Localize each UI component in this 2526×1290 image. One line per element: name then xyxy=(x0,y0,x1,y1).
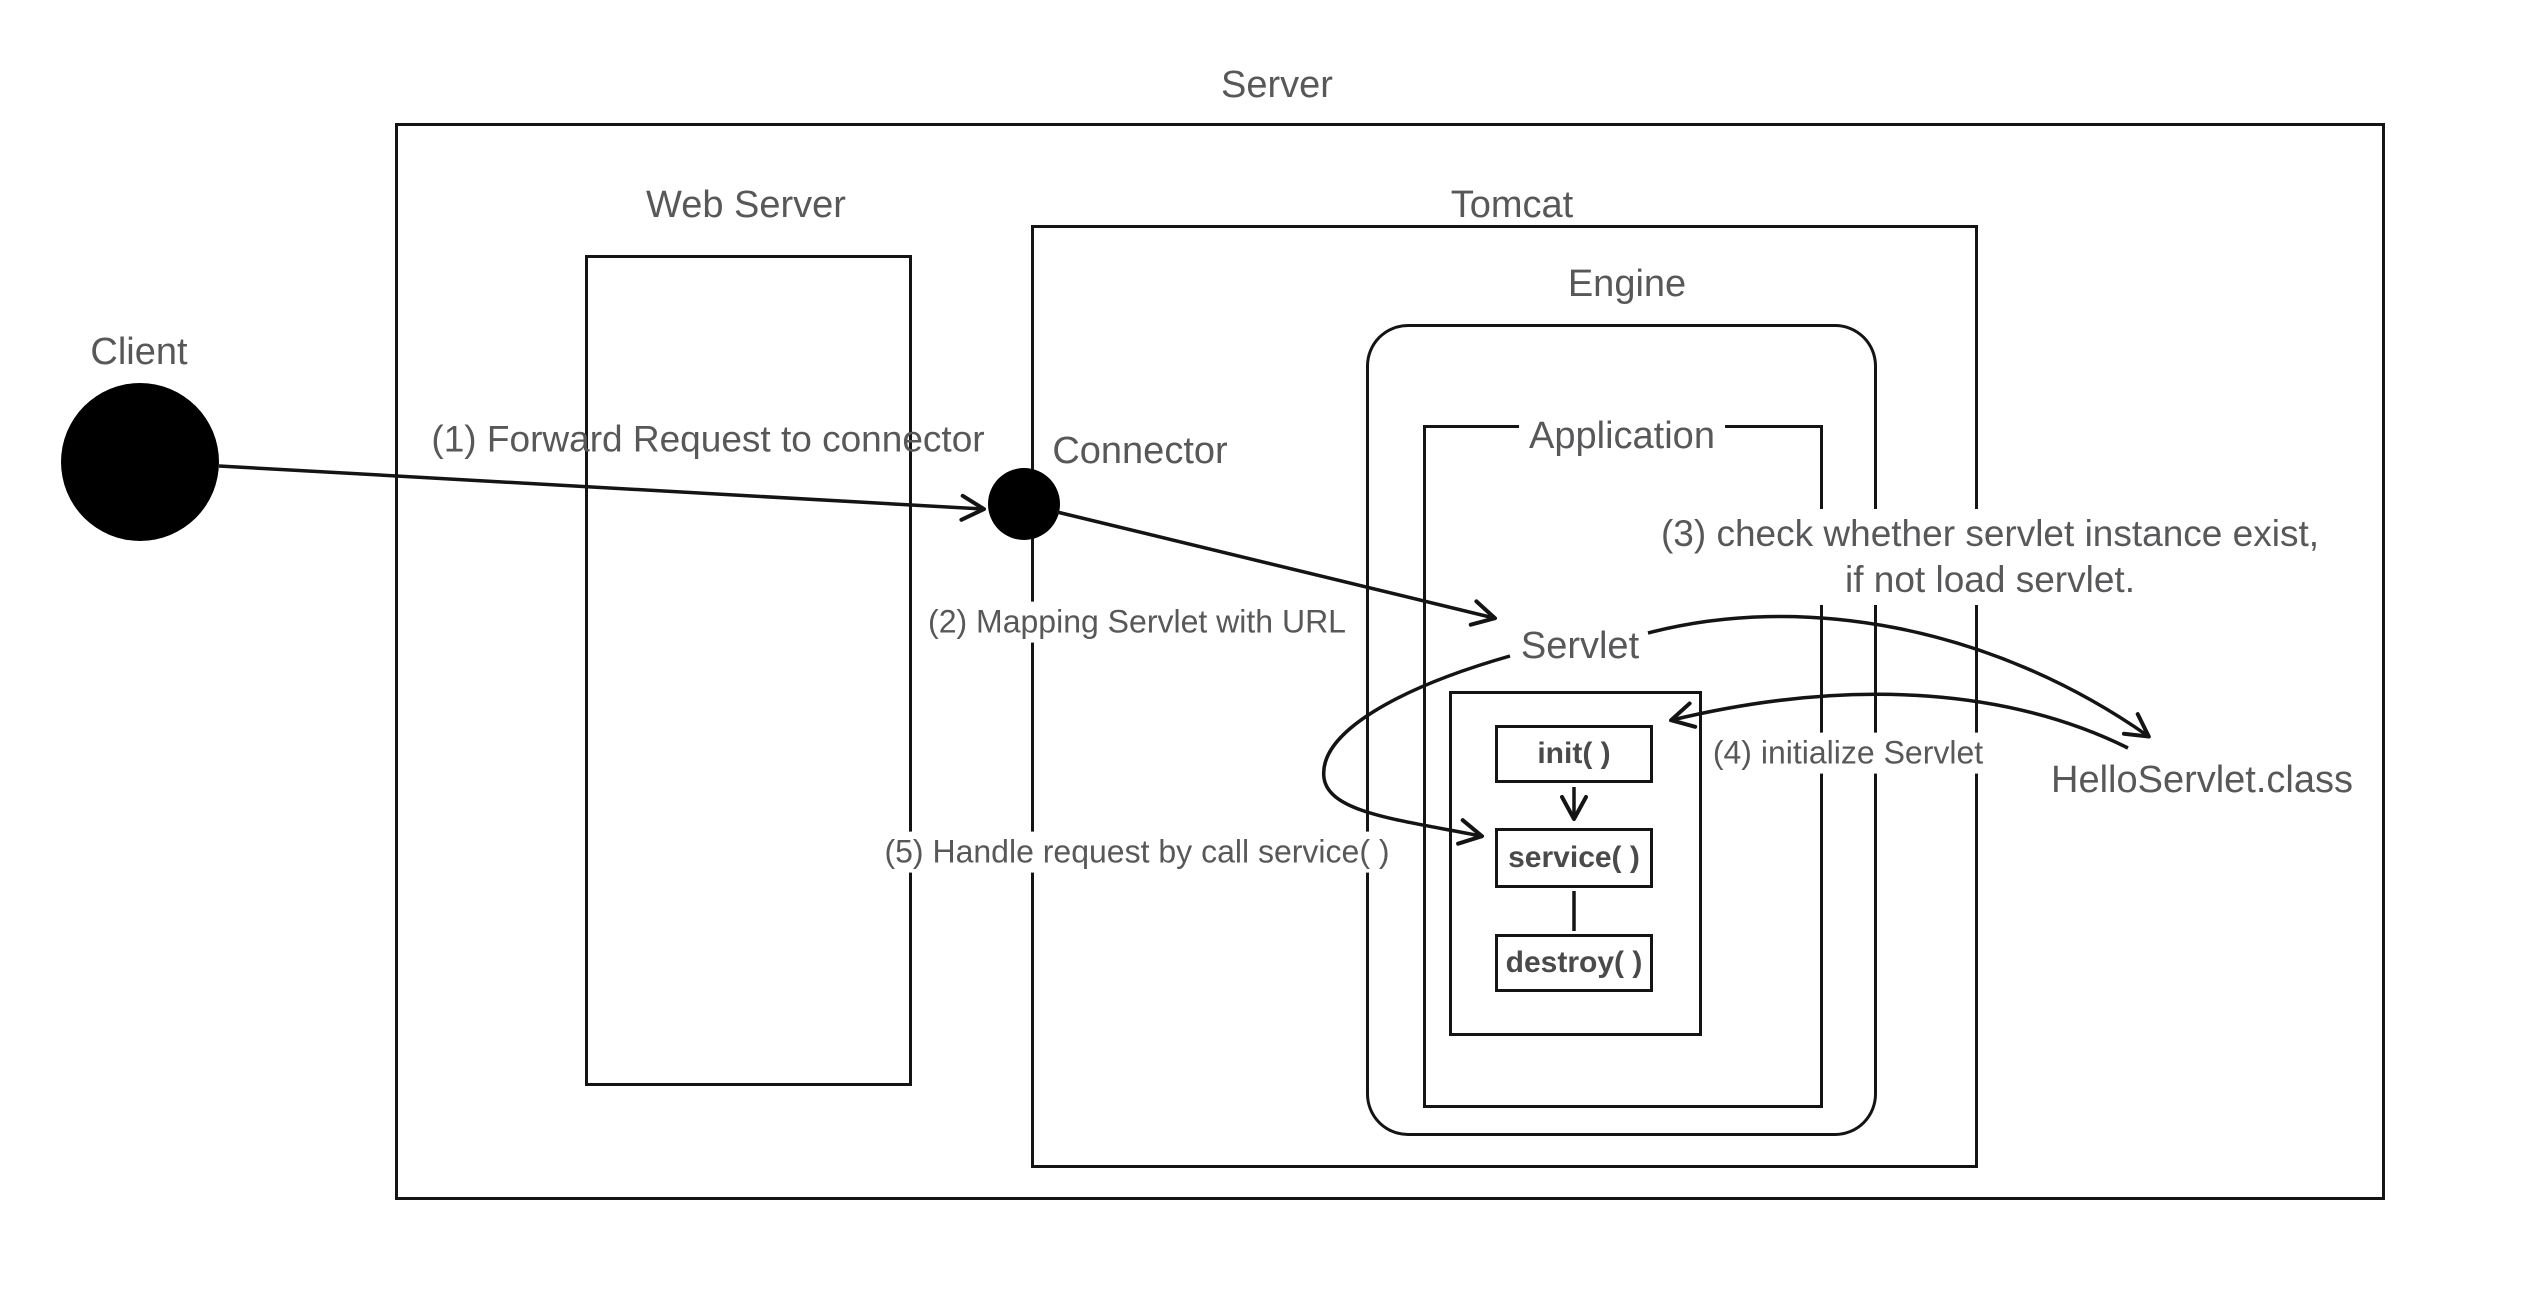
init-method-label: init( ) xyxy=(1537,737,1611,770)
tomcat-label: Tomcat xyxy=(1450,184,1574,227)
service-method-box: service( ) xyxy=(1495,828,1653,888)
server-box xyxy=(395,123,2385,1200)
init-method-box: init( ) xyxy=(1495,725,1653,783)
step3-label: (3) check whether servlet instance exist… xyxy=(1650,509,2330,605)
connector-label: Connector xyxy=(1052,430,1228,473)
client-node-circle xyxy=(61,383,219,541)
step3-line2: if not load servlet. xyxy=(1845,559,2135,600)
server-label: Server xyxy=(1221,64,1333,107)
step2-label: (2) Mapping Servlet with URL xyxy=(918,601,1356,643)
servlet-box xyxy=(1449,691,1702,1036)
step4-label: (4) initialize Servlet xyxy=(1702,732,1994,774)
destroy-method-label: destroy( ) xyxy=(1505,946,1643,979)
destroy-method-box: destroy( ) xyxy=(1495,934,1653,992)
engine-label: Engine xyxy=(1567,263,1687,306)
application-label: Application xyxy=(1519,413,1725,461)
step3-line1: (3) check whether servlet instance exist… xyxy=(1660,513,2320,554)
hello-servlet-class-label: HelloServlet.class xyxy=(2051,759,2353,802)
servlet-label: Servlet xyxy=(1510,623,1650,671)
step1-label: (1) Forward Request to connector xyxy=(431,418,985,460)
web-server-box xyxy=(585,255,912,1086)
service-method-label: service( ) xyxy=(1508,841,1640,874)
client-label: Client xyxy=(90,331,188,374)
web-server-label: Web Server xyxy=(646,184,846,227)
step5-label: (5) Handle request by call service( ) xyxy=(874,831,1400,873)
